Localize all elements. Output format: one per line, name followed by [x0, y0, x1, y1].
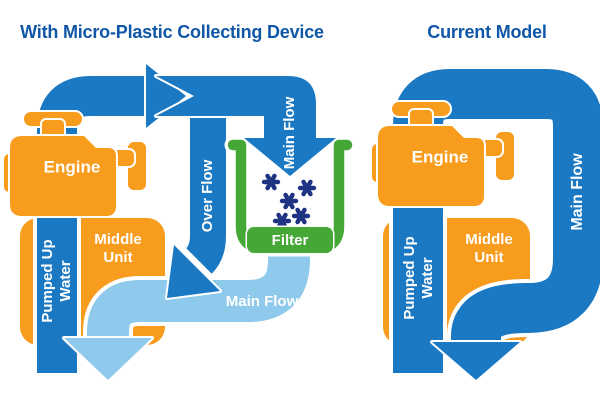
engine-label: Engine [44, 157, 101, 176]
microplastic-particle [282, 195, 296, 207]
microplastic-particle [275, 215, 289, 227]
over-flow-channel [185, 112, 226, 274]
filter-label: Filter [272, 232, 309, 249]
middle-unit-label: Unit [103, 249, 132, 266]
pumped-up-water-label: Pumped Up Water [401, 236, 436, 319]
svg-text:Pumped Up: Pumped Up [401, 236, 418, 319]
svg-text:Pumped Up: Pumped Up [39, 239, 56, 322]
main-flow-channel [393, 69, 600, 373]
microplastic-particle [294, 210, 308, 222]
main-flow-top-arrow [154, 74, 338, 178]
discharge-arrow-head-icon [430, 340, 522, 382]
over-flow-label: Over Flow [199, 159, 216, 232]
main-flow-label: Main Flow [569, 153, 586, 231]
svg-text:Water: Water [57, 260, 74, 301]
middle-unit-label: Middle [465, 231, 513, 248]
left-diagram: Filter Engine Pumped Up Water Middle Uni… [2, 62, 356, 382]
pumped-up-water-label: Pumped Up Water [39, 239, 74, 322]
engine-label: Engine [412, 147, 469, 166]
discharge-arrow-head-icon [62, 336, 154, 382]
main-flow-bottom-channel [87, 250, 310, 342]
main-flow-top-label: Main Flow [281, 96, 298, 169]
middle-unit-label: Unit [474, 249, 503, 266]
left-panel-title: With Micro-Plastic Collecting Device [20, 22, 324, 42]
main-flow-bottom-label: Main Flow [226, 293, 299, 310]
over-flow-arrow-head-icon [165, 243, 222, 300]
right-panel-title: Current Model [427, 22, 546, 42]
svg-text:Water: Water [419, 257, 436, 298]
microplastic-particle [264, 176, 278, 188]
right-arrow-head-icon [144, 62, 188, 130]
microplastic-particle [300, 182, 314, 194]
middle-unit-label: Middle [94, 231, 142, 248]
right-diagram: Engine Pumped Up Water Middle Unit Main … [370, 65, 600, 382]
filter-label-badge [245, 225, 335, 255]
